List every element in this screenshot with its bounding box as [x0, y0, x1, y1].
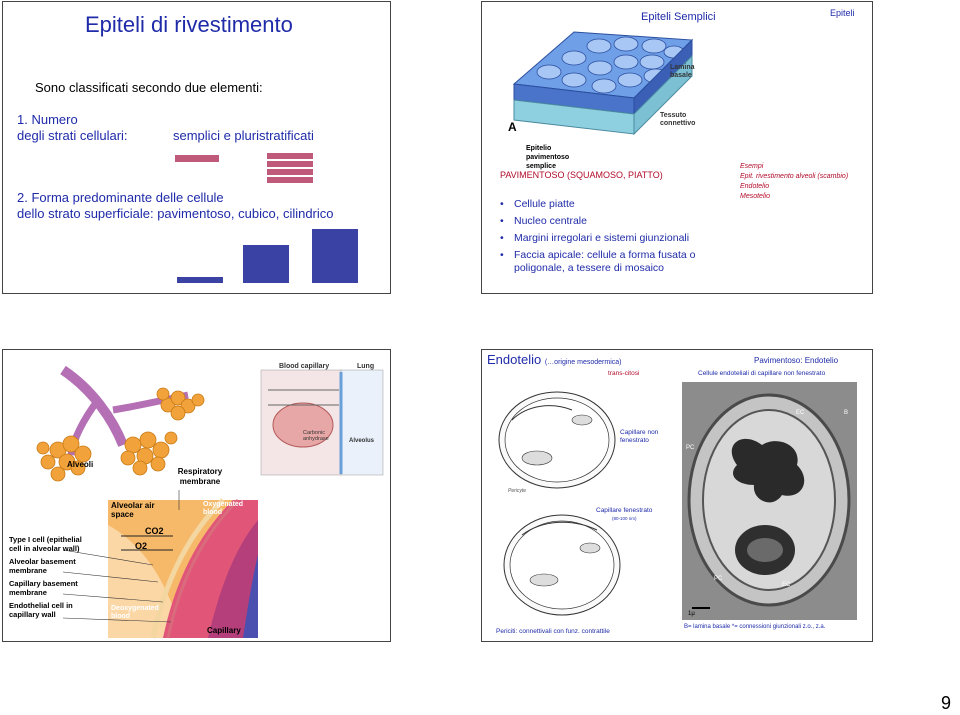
item1-line2: degli strati cellulari: [17, 128, 128, 143]
title-note: (…origine mesodermica) [544, 359, 622, 366]
right-title: Pavimentoso: Endotelio [754, 356, 839, 365]
feature-list: Cellule piatte Nucleo centrale Margini i… [500, 198, 735, 279]
label-alveoli: Alveoli [67, 460, 94, 469]
columnar-shape [312, 229, 358, 283]
trans-citosi-label: trans-citosi [608, 370, 640, 377]
side-label: Type I cell (epithelial cell in alveolar… [9, 535, 82, 553]
slide-epiteli-rivestimento: Epiteli di rivestimento Sono classificat… [2, 1, 391, 294]
side-label: Endothelial cell in capillary wall [9, 601, 73, 619]
label-carbonic: Carbonic anhydrase [303, 430, 329, 442]
label-deoxygenated: Deoxygenated blood [111, 605, 159, 620]
fig-label-lamina: Lamina basale [670, 64, 695, 79]
examples-title: Esempi [740, 163, 764, 170]
em-label: B [844, 410, 849, 416]
example-item: Epit. rivestimento alveoli (scambio) [740, 173, 849, 180]
label-alveolar-air: Alveolar air space [111, 501, 155, 519]
em-label: PC [686, 445, 695, 451]
item1-line1: 1. Numero [17, 112, 78, 127]
epithelium-illustration [504, 22, 699, 162]
example-item: Endotelio [740, 183, 770, 190]
slide-subtitle: Sono classificati secondo due elementi: [35, 80, 263, 95]
capillare-fen-label: Capillare fenestrato [596, 507, 653, 514]
title-main: Endotelio [487, 352, 542, 367]
list-item: Margini irregolari e sistemi giunzionali [500, 232, 735, 245]
slide-respiratory-membrane: Blood capillary Lung Alveolus Carbonic a… [2, 349, 391, 642]
right-caption: Cellule endoteliali di capillare non fen… [698, 370, 826, 377]
respiratory-illustration [36, 365, 384, 639]
periciti-note: Periciti: connettivali con funz. contrat… [496, 628, 610, 635]
slide-epiteli-semplici: Epiteli Semplici Epiteli [481, 1, 873, 294]
header-center: Epiteli Semplici [641, 11, 716, 23]
item1-value: semplici e pluristratificati [173, 128, 314, 143]
label-o2: O2 [135, 541, 148, 551]
label-lung: Lung [357, 363, 375, 370]
item2-line1: 2. Forma predominante delle cellule [17, 190, 224, 205]
legend-b: B= lamina basale *= connessioni giunzion… [684, 624, 826, 630]
pericyte-label: Pericyte [508, 488, 527, 494]
label-capillary: Capillary [207, 626, 241, 635]
item2-line2: dello strato superficiale: [17, 206, 154, 221]
item1-label: 1. Numero degli strati cellulari: [17, 112, 128, 144]
label-alveolus: Alveolus [349, 438, 375, 444]
scale-label: 1μ [688, 611, 695, 617]
section-title: PAVIMENTOSO (SQUAMOSO, PIATTO) [500, 170, 663, 180]
slide-endotelio: Endotelio (…origine mesodermica) Pavimen… [481, 349, 873, 642]
fig-label-tessuto: Tessuto connettivo [660, 112, 696, 127]
slide-title: Endotelio (…origine mesodermica) [487, 352, 621, 367]
capillare-non-label: Capillare non fenestrato [620, 429, 659, 444]
side-labels: Type I cell (epithelial cell in alveolar… [9, 535, 91, 619]
item2-value: pavimentoso, cubico, cilindrico [157, 206, 334, 221]
side-label: Alveolar basement membrane [9, 557, 76, 575]
em-label: PC [714, 576, 723, 582]
item2-label: 2. Forma predominante delle cellule dell… [17, 190, 334, 222]
em-label: EC [782, 582, 791, 588]
example-item: Mesotelio [740, 193, 770, 200]
em-label: EC [796, 410, 805, 416]
examples-box: Esempi Epit. rivestimento alveoli (scamb… [740, 162, 848, 202]
label-co2: CO2 [145, 526, 164, 536]
slide-title: Epiteli di rivestimento [85, 12, 293, 37]
fig-letter: A [508, 120, 517, 134]
side-label: Capillary basement membrane [9, 579, 78, 597]
header-right: Epiteli [830, 8, 855, 18]
label-blood-capillary: Blood capillary [279, 363, 330, 370]
capillare-fen-size: (80-100 nm) [612, 516, 637, 521]
list-item: Faccia apicale: cellule a forma fusata o… [500, 249, 735, 275]
list-item: Nucleo centrale [500, 215, 735, 228]
label-respiratory-membrane: Respiratory membrane [177, 467, 223, 486]
cuboidal-shape [243, 245, 289, 283]
label-oxygenated: Oxygenated blood [203, 501, 244, 516]
em-illustrations [498, 382, 857, 620]
stratified-layer-stack [267, 153, 313, 183]
single-layer-bar [175, 155, 219, 162]
fig-caption: Epitelio pavimentoso semplice [526, 145, 570, 170]
list-item: Cellule piatte [500, 198, 735, 211]
squamous-shape [177, 277, 223, 283]
page-number: 9 [941, 693, 952, 713]
